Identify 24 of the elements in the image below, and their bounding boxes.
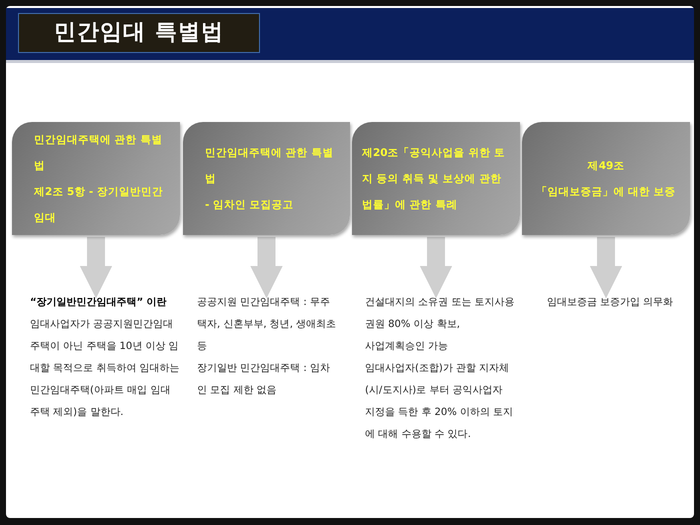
card-heading: 제20조「공익사업을 위한 토지 등의 취득 및 보상에 관한 법률」에 관한 특례 (362, 146, 506, 212)
down-arrow (80, 237, 112, 298)
description-text: 사업계획승인 가능 (365, 340, 450, 354)
card-heading: - 임차인 모집공고 (205, 198, 295, 212)
title-text: 민간임대 특별법 (18, 13, 260, 53)
description-text: 임대사업자(조합)가 관할 지자체(시/도지사)로 부터 공익사업자 지정을 득한 후 20% 이하의 토지에 대해 수용할 수 있다. (365, 362, 514, 442)
article-card (183, 122, 350, 235)
article-card (12, 122, 180, 235)
description-text: 임대사업자가 공공지원민간임대주택이 아닌 주택을 10년 이상 임대할 목적으로 취득하여 임대하는 민간임대주택(아파트 매입 임대주택 제외)을 말한다. (30, 318, 180, 420)
description-text: 임대보증금 보증가입 의무화 (546, 296, 674, 310)
description-text: 건설대지의 소유권 또는 토지사용권원 80% 이상 확보, (365, 296, 515, 332)
definition-heading: “장기일반민간임대주택” 이란 (30, 296, 168, 310)
description-text: 공공지원 민간임대주택 : 무주택자, 신혼부부, 청년, 생애최초 등 (197, 296, 337, 354)
card-heading: 제2조 5항 - 장기일반민간임대 (34, 184, 164, 226)
article-card (352, 122, 520, 235)
down-arrow (590, 237, 622, 298)
card-heading: 민간임대주택에 관한 특별법 (34, 132, 164, 174)
description-text: 장기일반 민간임대주택 : 임차인 모집 제한 없음 (197, 362, 331, 398)
down-arrow (420, 237, 452, 298)
down-arrow (250, 237, 283, 298)
article-card (522, 122, 690, 235)
card-heading: 민간임대주택에 관한 특별법 (205, 146, 334, 186)
card-heading: 「임대보증금」에 대한 보증 (535, 184, 677, 200)
card-heading: 제49조 (586, 158, 626, 174)
